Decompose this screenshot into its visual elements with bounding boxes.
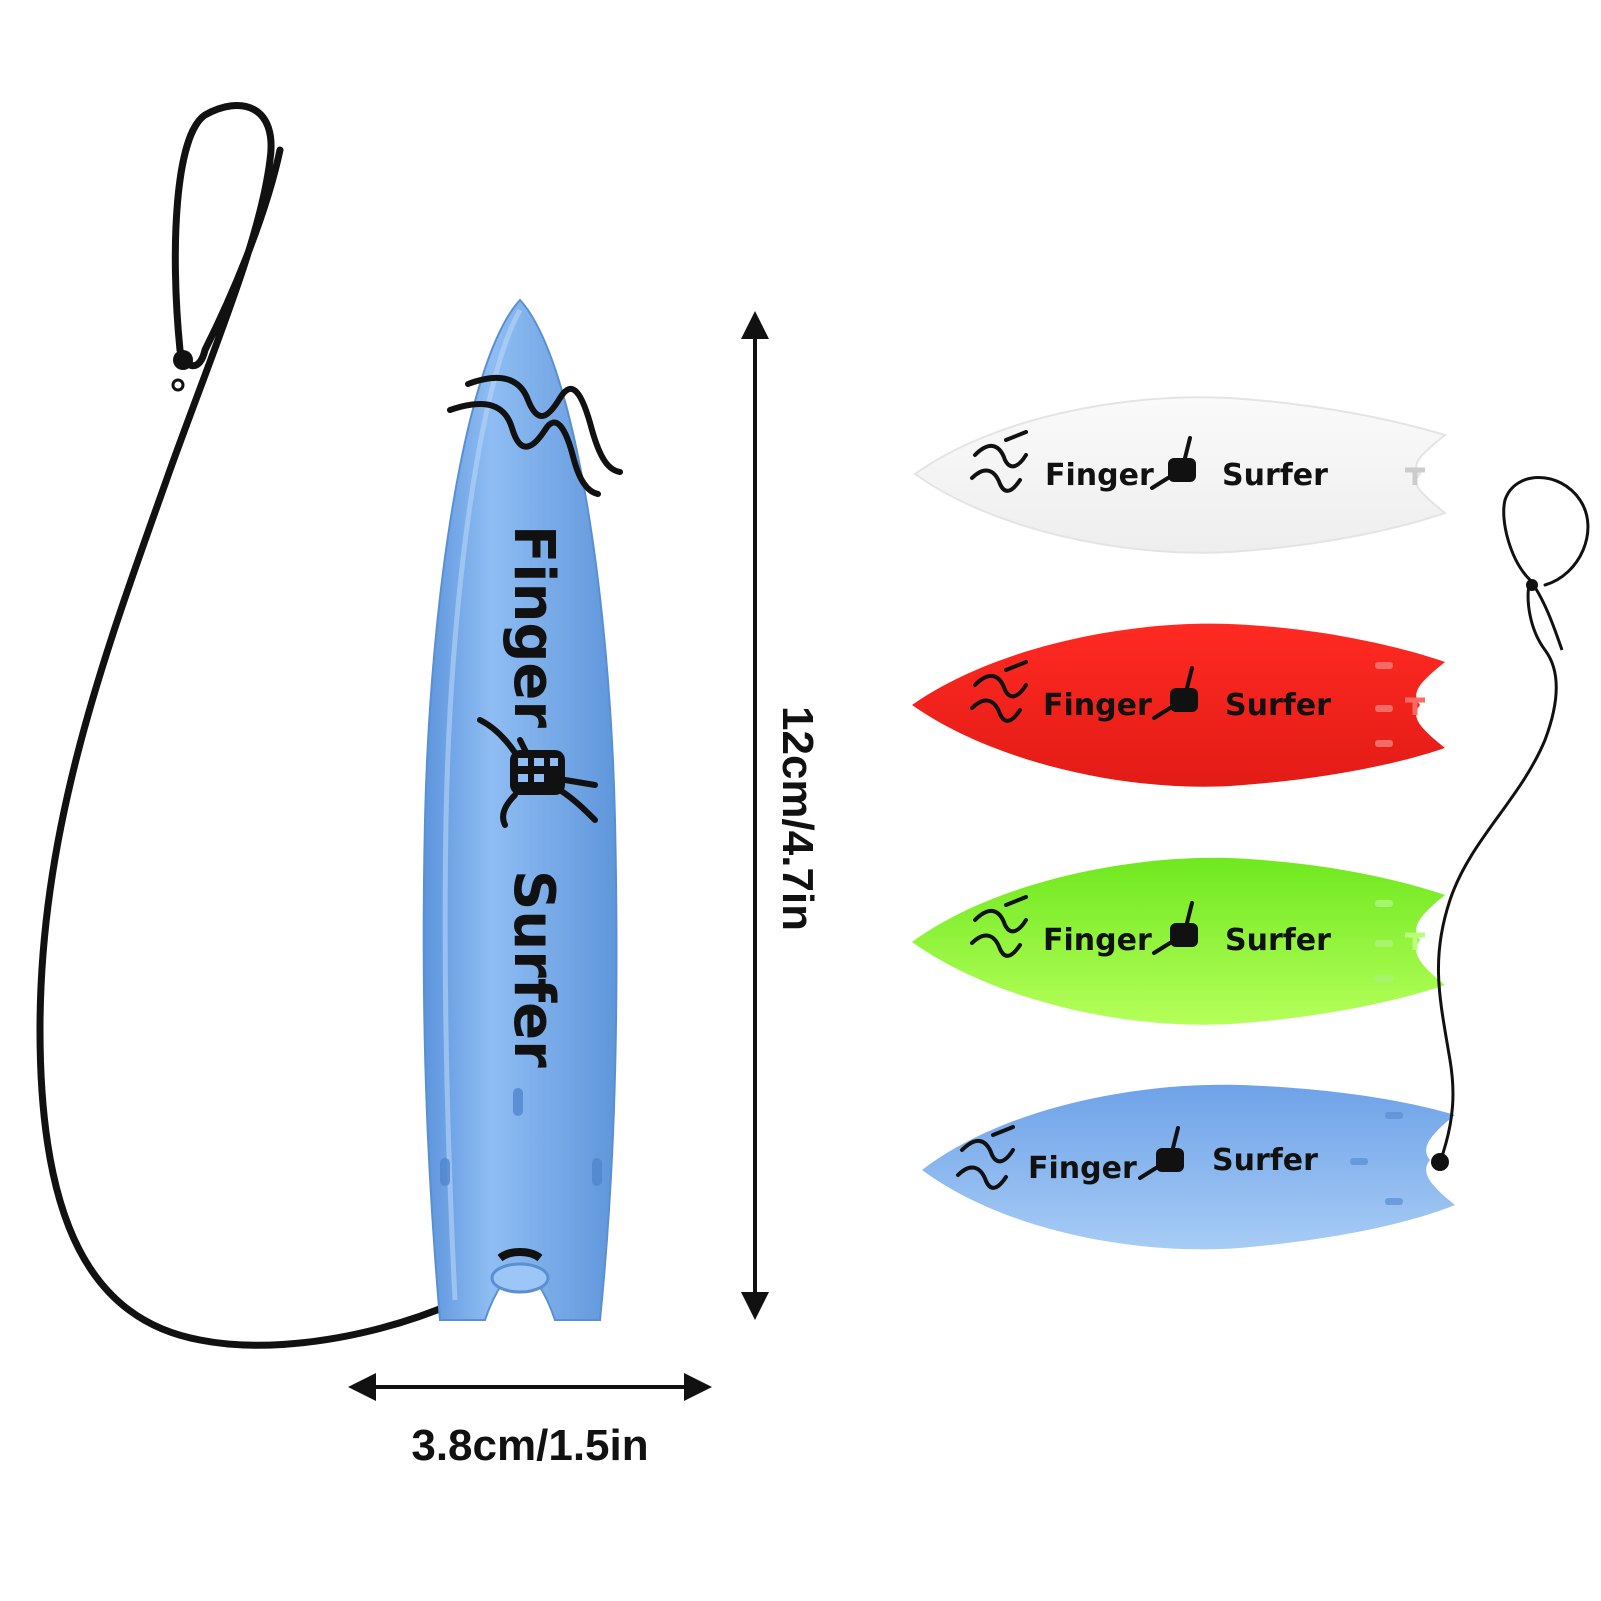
- surfboard-white: Finger Surfer: [913, 396, 1448, 554]
- shaka-skeleton-hand-icon: [1150, 436, 1196, 490]
- width-dimension-label: 3.8cm/1.5in: [411, 1421, 648, 1470]
- leash-cord-right: [1437, 476, 1590, 1164]
- surfboard-green: Finger Surfer: [912, 857, 1445, 1025]
- blue-board-brand-word-1: Finger: [1028, 1151, 1137, 1186]
- fin-slots: [440, 1088, 602, 1186]
- main-surfboard: Finger Surfer: [36, 102, 623, 1349]
- wave-icon: [970, 660, 1028, 723]
- red-board-brand-word-1: Finger: [1043, 688, 1152, 723]
- wave-icon: [970, 895, 1028, 958]
- green-board-brand-word-1: Finger: [1043, 923, 1152, 958]
- red-board-brand-word-2: Surfer: [1225, 688, 1331, 723]
- wave-icon: [956, 1125, 1015, 1190]
- surfboard-blue: Finger Surfer: [922, 1084, 1455, 1250]
- shaka-skeleton-hand-icon: [477, 717, 598, 828]
- blue-board-brand-word-2: Surfer: [1212, 1143, 1318, 1178]
- surfboard-red: Finger Surfer: [912, 623, 1445, 787]
- green-board-brand-word-2: Surfer: [1225, 923, 1331, 958]
- main-board-brand-word-1: Finger: [501, 525, 566, 728]
- white-board-brand-word-2: Surfer: [1222, 458, 1328, 493]
- length-dimension-label: 12cm/4.7in: [773, 706, 822, 931]
- leash-plug: [490, 1262, 550, 1294]
- shaka-skeleton-hand-icon: [1152, 901, 1198, 955]
- leash-knot-right: [1526, 579, 1538, 591]
- white-board-brand-word-1: Finger: [1045, 458, 1154, 493]
- wave-icon: [447, 374, 623, 497]
- shaka-skeleton-hand-icon: [1152, 666, 1198, 720]
- shaka-skeleton-hand-icon: [1138, 1126, 1184, 1180]
- leash-knot: [173, 350, 193, 370]
- wave-icon: [970, 430, 1028, 493]
- main-board-brand-word-2: Surfer: [501, 870, 566, 1068]
